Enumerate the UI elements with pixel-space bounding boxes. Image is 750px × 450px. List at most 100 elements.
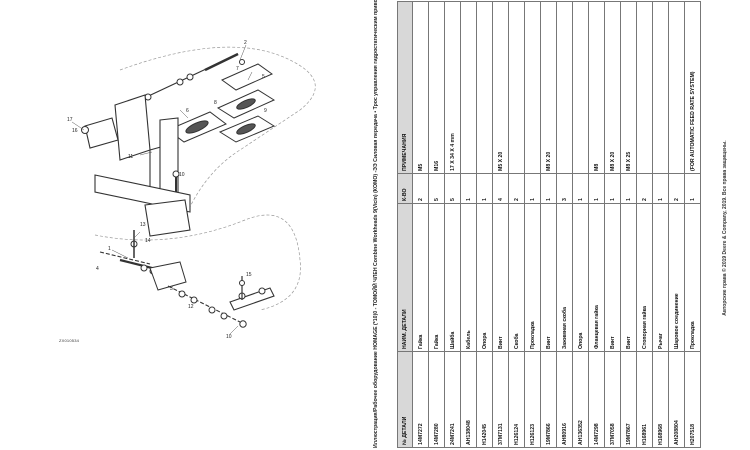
callout-17: 17	[67, 117, 73, 123]
notes-cell: (FOR AUTOMATIC FEED RATE SYSTEM)	[684, 1, 701, 174]
quantity-cell: 3	[556, 173, 573, 204]
part-name-cell: Прокладка	[524, 203, 541, 352]
notes-cell: M8 X 20	[604, 1, 621, 174]
part-number-cell: H168968	[652, 351, 669, 448]
column-header-part-number: № ДЕТАЛИ	[397, 351, 413, 448]
notes-cell	[668, 1, 685, 174]
part-number-cell: AH208804	[668, 351, 685, 448]
notes-cell: M5 X 20	[492, 1, 509, 174]
quantity-cell: 5	[444, 173, 461, 204]
column-header-quantity: К-ВО	[397, 173, 413, 204]
notes-cell	[572, 1, 589, 174]
quantity-cell: 1	[620, 173, 637, 204]
callout-10b: 10	[226, 334, 232, 340]
quantity-cell: 1	[460, 173, 477, 204]
part-number-cell: H126124	[508, 351, 525, 448]
part-number-cell: 14M7280	[428, 351, 445, 448]
part-number-cell: 37M7058	[604, 351, 621, 448]
part-number-cell: 24M7241	[444, 351, 461, 448]
page-caption: Иллюстрация/Рабочее оборудование HOMAGE …	[373, 0, 379, 448]
part-number-cell: H126123	[524, 351, 541, 448]
part-number-cell: 37M7131	[492, 351, 509, 448]
callout-15: 15	[246, 272, 252, 278]
callout-8: 8	[214, 100, 217, 106]
quantity-cell: 1	[684, 173, 701, 204]
quantity-cell: 2	[668, 173, 685, 204]
part-number-cell: AH138048	[460, 351, 477, 448]
notes-cell	[524, 1, 541, 174]
part-number-cell: 19M7866	[540, 351, 557, 448]
diagram-code: ZX010534	[59, 338, 80, 343]
notes-cell: M5	[412, 1, 429, 174]
quantity-cell: 2	[636, 173, 653, 204]
quantity-cell: 1	[524, 173, 541, 204]
part-number-cell: AH80916	[556, 351, 573, 448]
table-header-row: № ДЕТАЛИ НАИМ. ДЕТАЛИ К-ВО ПРИМЕЧАНИЯ	[397, 1, 413, 448]
part-name-cell: Гайка	[412, 203, 429, 352]
callout-14: 14	[145, 238, 151, 244]
parts-table: № ДЕТАЛИ НАИМ. ДЕТАЛИ К-ВО ПРИМЕЧАНИЯ 14…	[397, 1, 701, 448]
callout-1: 1	[108, 246, 111, 252]
callout-16: 16	[72, 128, 78, 134]
callout-3: 3	[170, 286, 173, 292]
callout-11: 11	[128, 154, 133, 160]
part-number-cell: 19M7867	[620, 351, 637, 448]
quantity-cell: 1	[476, 173, 493, 204]
part-name-cell: Прокладка	[684, 203, 701, 352]
quantity-cell: 1	[604, 173, 621, 204]
quantity-cell: 2	[508, 173, 525, 204]
part-name-cell: Кабель	[460, 203, 477, 352]
callout-13: 13	[140, 222, 146, 228]
part-name-cell: Шайба	[444, 203, 461, 352]
quantity-cell: 4	[492, 173, 509, 204]
parts-table-container: № ДЕТАЛИ НАИМ. ДЕТАЛИ К-ВО ПРИМЕЧАНИЯ 14…	[397, 1, 701, 448]
quantity-cell: 5	[428, 173, 445, 204]
part-name-cell: Шаровое соединение	[668, 203, 685, 352]
part-number-cell: H168961	[636, 351, 653, 448]
part-number-cell: 14M7298	[588, 351, 605, 448]
notes-cell	[508, 1, 525, 174]
callout-12: 12	[188, 304, 194, 310]
part-name-cell: Зажимная скоба	[556, 203, 573, 352]
quantity-cell: 1	[588, 173, 605, 204]
part-name-cell: Винт	[540, 203, 557, 352]
column-header-part-name: НАИМ. ДЕТАЛИ	[397, 203, 413, 352]
part-name-cell: Опора	[572, 203, 589, 352]
quantity-cell: 2	[412, 173, 429, 204]
quantity-cell: 1	[540, 173, 557, 204]
part-number-cell: H142045	[476, 351, 493, 448]
part-name-cell: Опора	[476, 203, 493, 352]
callout-10: 10	[179, 172, 185, 178]
quantity-cell: 1	[652, 173, 669, 204]
diagram-callouts: 17 16 2 7 5 8 9 6 11 10 13 14 1 4 3 12 1…	[67, 40, 267, 340]
part-name-cell: Скоба	[508, 203, 525, 352]
quantity-cell: 1	[572, 173, 589, 204]
part-name-cell: Винт	[492, 203, 509, 352]
notes-cell: M8 X 25	[620, 1, 637, 174]
callout-5: 5	[262, 74, 265, 80]
column-header-notes: ПРИМЕЧАНИЯ	[397, 1, 413, 174]
callout-7: 7	[236, 66, 239, 72]
callout-4: 4	[96, 266, 99, 272]
part-name-cell: Винт	[604, 203, 621, 352]
notes-cell: 17 X 34 X 4 mm	[444, 1, 461, 174]
part-name-cell: Стопорная гайка	[636, 203, 653, 352]
part-name-cell: Гайка	[428, 203, 445, 352]
notes-cell	[556, 1, 573, 174]
notes-cell: M8	[588, 1, 605, 174]
notes-cell	[460, 1, 477, 174]
